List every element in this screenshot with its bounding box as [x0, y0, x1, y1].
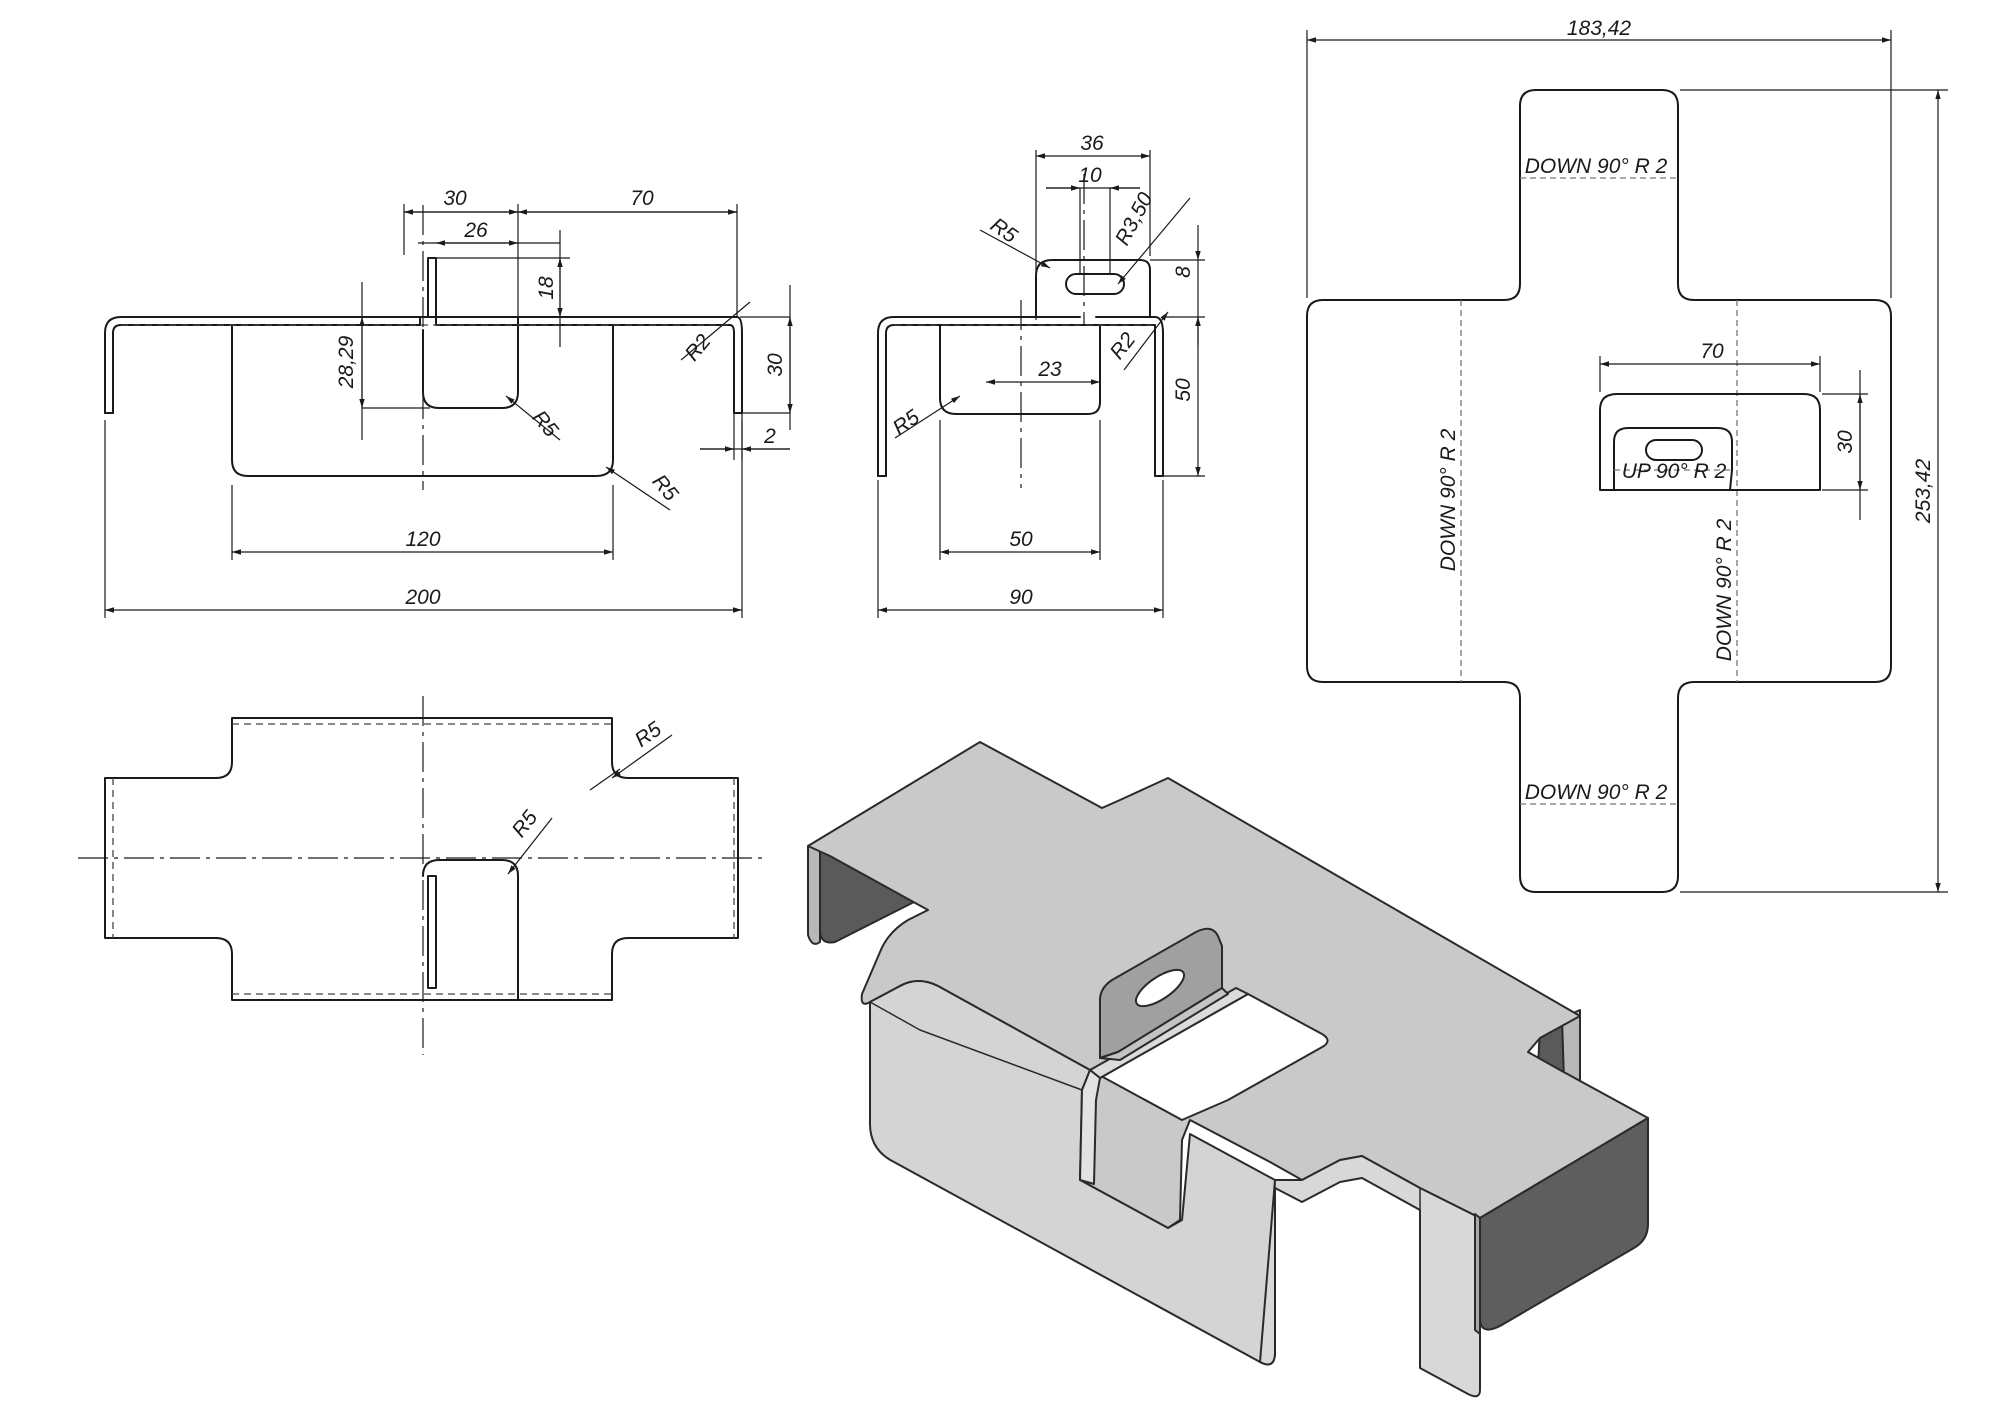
- top-view-tab: [427, 875, 437, 989]
- dim-r3-50: R3,50: [1111, 189, 1158, 250]
- dim-2: 2: [763, 425, 776, 448]
- front-view: 30 70 26 18 28,29 R2 30 2 R5 R5 120 200: [104, 187, 793, 618]
- dim-10: 10: [1078, 164, 1102, 187]
- dim-28-29: 28,29: [335, 335, 358, 389]
- dim-183-42: 183,42: [1567, 17, 1632, 40]
- bend-note-top: DOWN 90° R 2: [1525, 155, 1668, 178]
- iso-tab-slot: [1134, 968, 1186, 1008]
- dim-30: 30: [1834, 430, 1857, 454]
- dim-90: 90: [1009, 586, 1033, 609]
- top-view-outline: [104, 717, 739, 1001]
- top-view: R5 R5: [78, 696, 765, 1055]
- flat-pattern-cutout: [1599, 393, 1822, 491]
- bend-note-left: DOWN 90° R 2: [1437, 428, 1460, 571]
- dim-r2: R2: [1106, 328, 1141, 364]
- dim-23: 23: [1037, 358, 1062, 381]
- bend-note-right: DOWN 90° R 2: [1713, 518, 1736, 661]
- flat-pattern: 183,42 253,42 70 30 DOWN 90° R 2 DOWN 90…: [1306, 17, 1948, 893]
- dim-253-42: 253,42: [1912, 459, 1935, 525]
- dim-120: 120: [405, 528, 440, 551]
- flat-pattern-slot: [1645, 439, 1703, 461]
- front-view-tab: [427, 257, 437, 326]
- side-view-tab: [1035, 259, 1151, 318]
- dim-r5-top: R5: [986, 214, 1021, 248]
- isometric-view: [807, 741, 1649, 1398]
- iso-left-flange-edge: [807, 839, 821, 945]
- dim-36: 36: [1080, 132, 1104, 155]
- dim-50-bottom: 50: [1009, 528, 1033, 551]
- bend-note-up: UP 90° R 2: [1622, 460, 1727, 483]
- iso-window: [1089, 993, 1329, 1121]
- dim-50-right: 50: [1172, 378, 1195, 402]
- bend-note-bottom: DOWN 90° R 2: [1525, 781, 1668, 804]
- dim-r5-outer: R5: [648, 470, 683, 506]
- dim-30-right: 30: [764, 353, 787, 377]
- side-view: 36 10 R3,50 R5 8 R2 50 23 R5 50 90: [877, 132, 1205, 618]
- dim-8: 8: [1172, 266, 1195, 278]
- dim-r5-outer: R5: [631, 717, 666, 751]
- iso-right-end-flange: [1479, 1117, 1649, 1331]
- dim-r5-left: R5: [889, 405, 924, 439]
- dim-18: 18: [535, 276, 558, 300]
- dim-30: 30: [443, 187, 467, 210]
- dim-26: 26: [463, 219, 488, 242]
- dim-r5-inner: R5: [528, 406, 563, 442]
- dim-70: 70: [1700, 340, 1724, 363]
- side-view-slot: [1065, 273, 1125, 295]
- flat-pattern-outline: [1306, 89, 1892, 893]
- dim-70: 70: [630, 187, 654, 210]
- flat-pattern-up-tab: [1613, 427, 1733, 491]
- dim-200: 200: [404, 586, 440, 609]
